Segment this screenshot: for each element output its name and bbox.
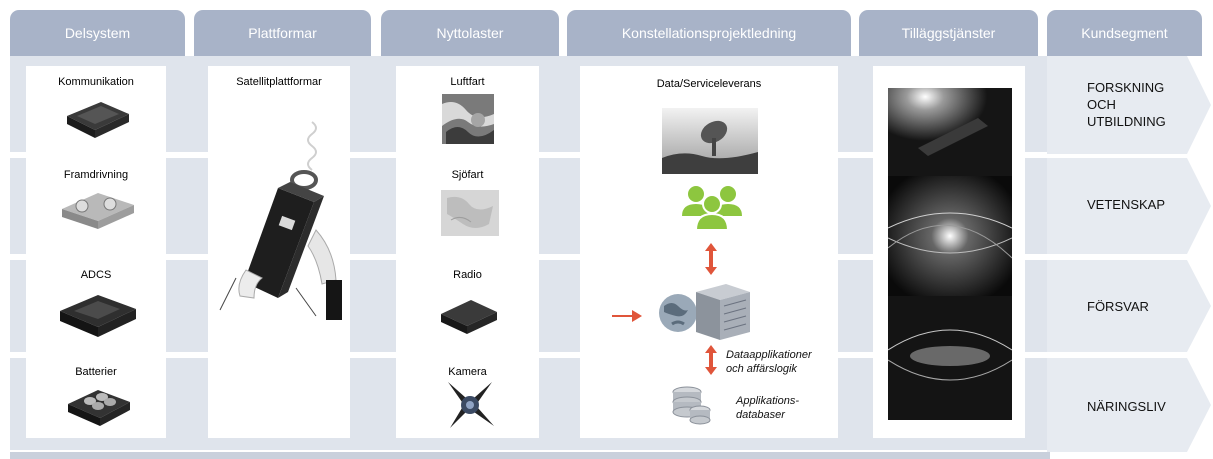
- segment-chevron-4: [1047, 358, 1211, 452]
- segment-chevron-2: [1047, 158, 1211, 254]
- label-framdrivning: Framdrivning: [63, 169, 129, 181]
- sjofart-image: [441, 190, 499, 236]
- segment-chevron-3: [1047, 260, 1211, 352]
- header-konstellation: Konstellationsprojektledning: [567, 10, 851, 56]
- header-nyttolaster: Nyttolaster: [381, 10, 559, 56]
- additional-services-image: [888, 88, 1012, 420]
- header-kundsegment: Kundsegment: [1047, 10, 1202, 56]
- segment-forskning: FORSKNING OCH UTBILDNING: [1087, 80, 1166, 129]
- label-kommunikation: Kommunikation: [58, 76, 134, 88]
- segment-forsvar: FÖRSVAR: [1087, 299, 1149, 314]
- header-delsystem: Delsystem: [10, 10, 185, 56]
- comm-module-image: [67, 102, 129, 138]
- label-data-serviceleverans: Data/Serviceleverans: [656, 78, 762, 90]
- segment-vetenskap: VETENSKAP: [1087, 197, 1166, 212]
- adcs-image: [60, 295, 136, 337]
- label-sjofart: Sjöfart: [451, 169, 484, 181]
- label-luftfart: Luftfart: [450, 76, 485, 88]
- luftfart-image: [442, 94, 494, 144]
- label-applikationsdatabaser: Applikations- databaser: [736, 395, 799, 421]
- satellite-platform-image: [219, 121, 342, 320]
- label-adcs: ADCS: [80, 269, 112, 281]
- header-tillagg: Tilläggstjänster: [859, 10, 1038, 56]
- ground-station-image: [662, 108, 758, 174]
- double-arrow-upper: [705, 243, 717, 275]
- label-dataapplikationer: Dataapplikationer och affärslogik: [726, 349, 812, 375]
- globe-icon: [659, 294, 697, 332]
- battery-image: [68, 390, 130, 426]
- segment-naringsliv: NÄRINGSLIV: [1087, 399, 1166, 414]
- label-radio: Radio: [453, 269, 482, 281]
- bottom-band: [10, 452, 1050, 459]
- server-icon: [696, 284, 750, 340]
- camera-image: [448, 382, 494, 428]
- database-icon: [672, 386, 711, 425]
- header-plattformar: Plattformar: [194, 10, 371, 56]
- people-icon: [682, 186, 742, 230]
- label-kamera: Kamera: [448, 366, 487, 378]
- double-arrow-lower: [705, 345, 717, 375]
- propulsion-image: [62, 193, 134, 229]
- radio-image: [441, 300, 497, 334]
- label-satellitplattformar: Satellitplattformar: [236, 76, 322, 88]
- label-batterier: Batterier: [75, 366, 117, 378]
- segment-chevron-1: [1047, 56, 1211, 154]
- incoming-arrow: [612, 310, 642, 322]
